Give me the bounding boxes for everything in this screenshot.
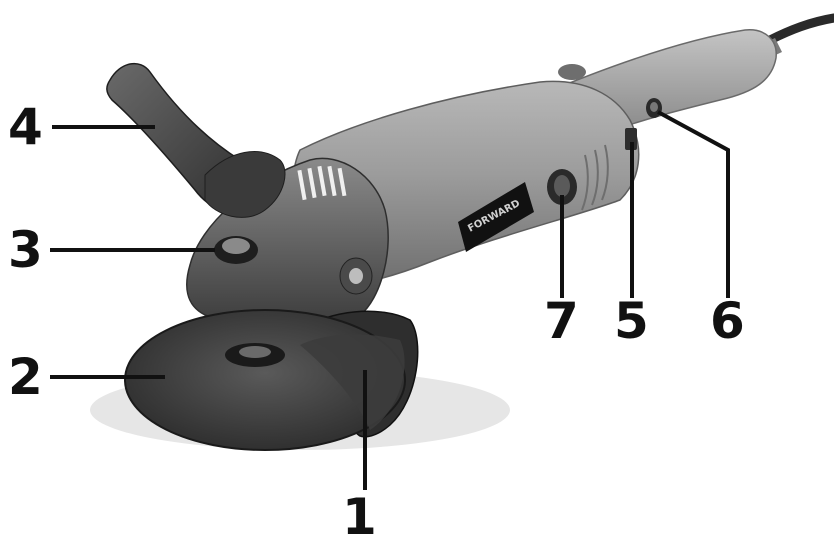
side-handle-socket (349, 268, 363, 284)
callout-5: 5 (614, 292, 649, 350)
callout-7: 7 (544, 292, 579, 350)
spindle-lock-button (214, 236, 258, 264)
power-cord (765, 13, 834, 45)
speed-dial (547, 169, 577, 205)
vent-grooves (581, 144, 609, 211)
callout-1: 1 (342, 488, 377, 544)
callout-2: 2 (8, 348, 43, 406)
housing-indent (558, 64, 586, 80)
callout-4: 4 (8, 98, 43, 156)
disc-nut (239, 346, 271, 358)
leader-lines (50, 110, 730, 490)
callout-3: 3 (8, 221, 43, 279)
guard-front (300, 334, 405, 430)
callout-6: 6 (710, 292, 745, 350)
leader-line-6 (657, 110, 730, 298)
handle-collar (204, 151, 286, 218)
head-vents (297, 165, 347, 201)
